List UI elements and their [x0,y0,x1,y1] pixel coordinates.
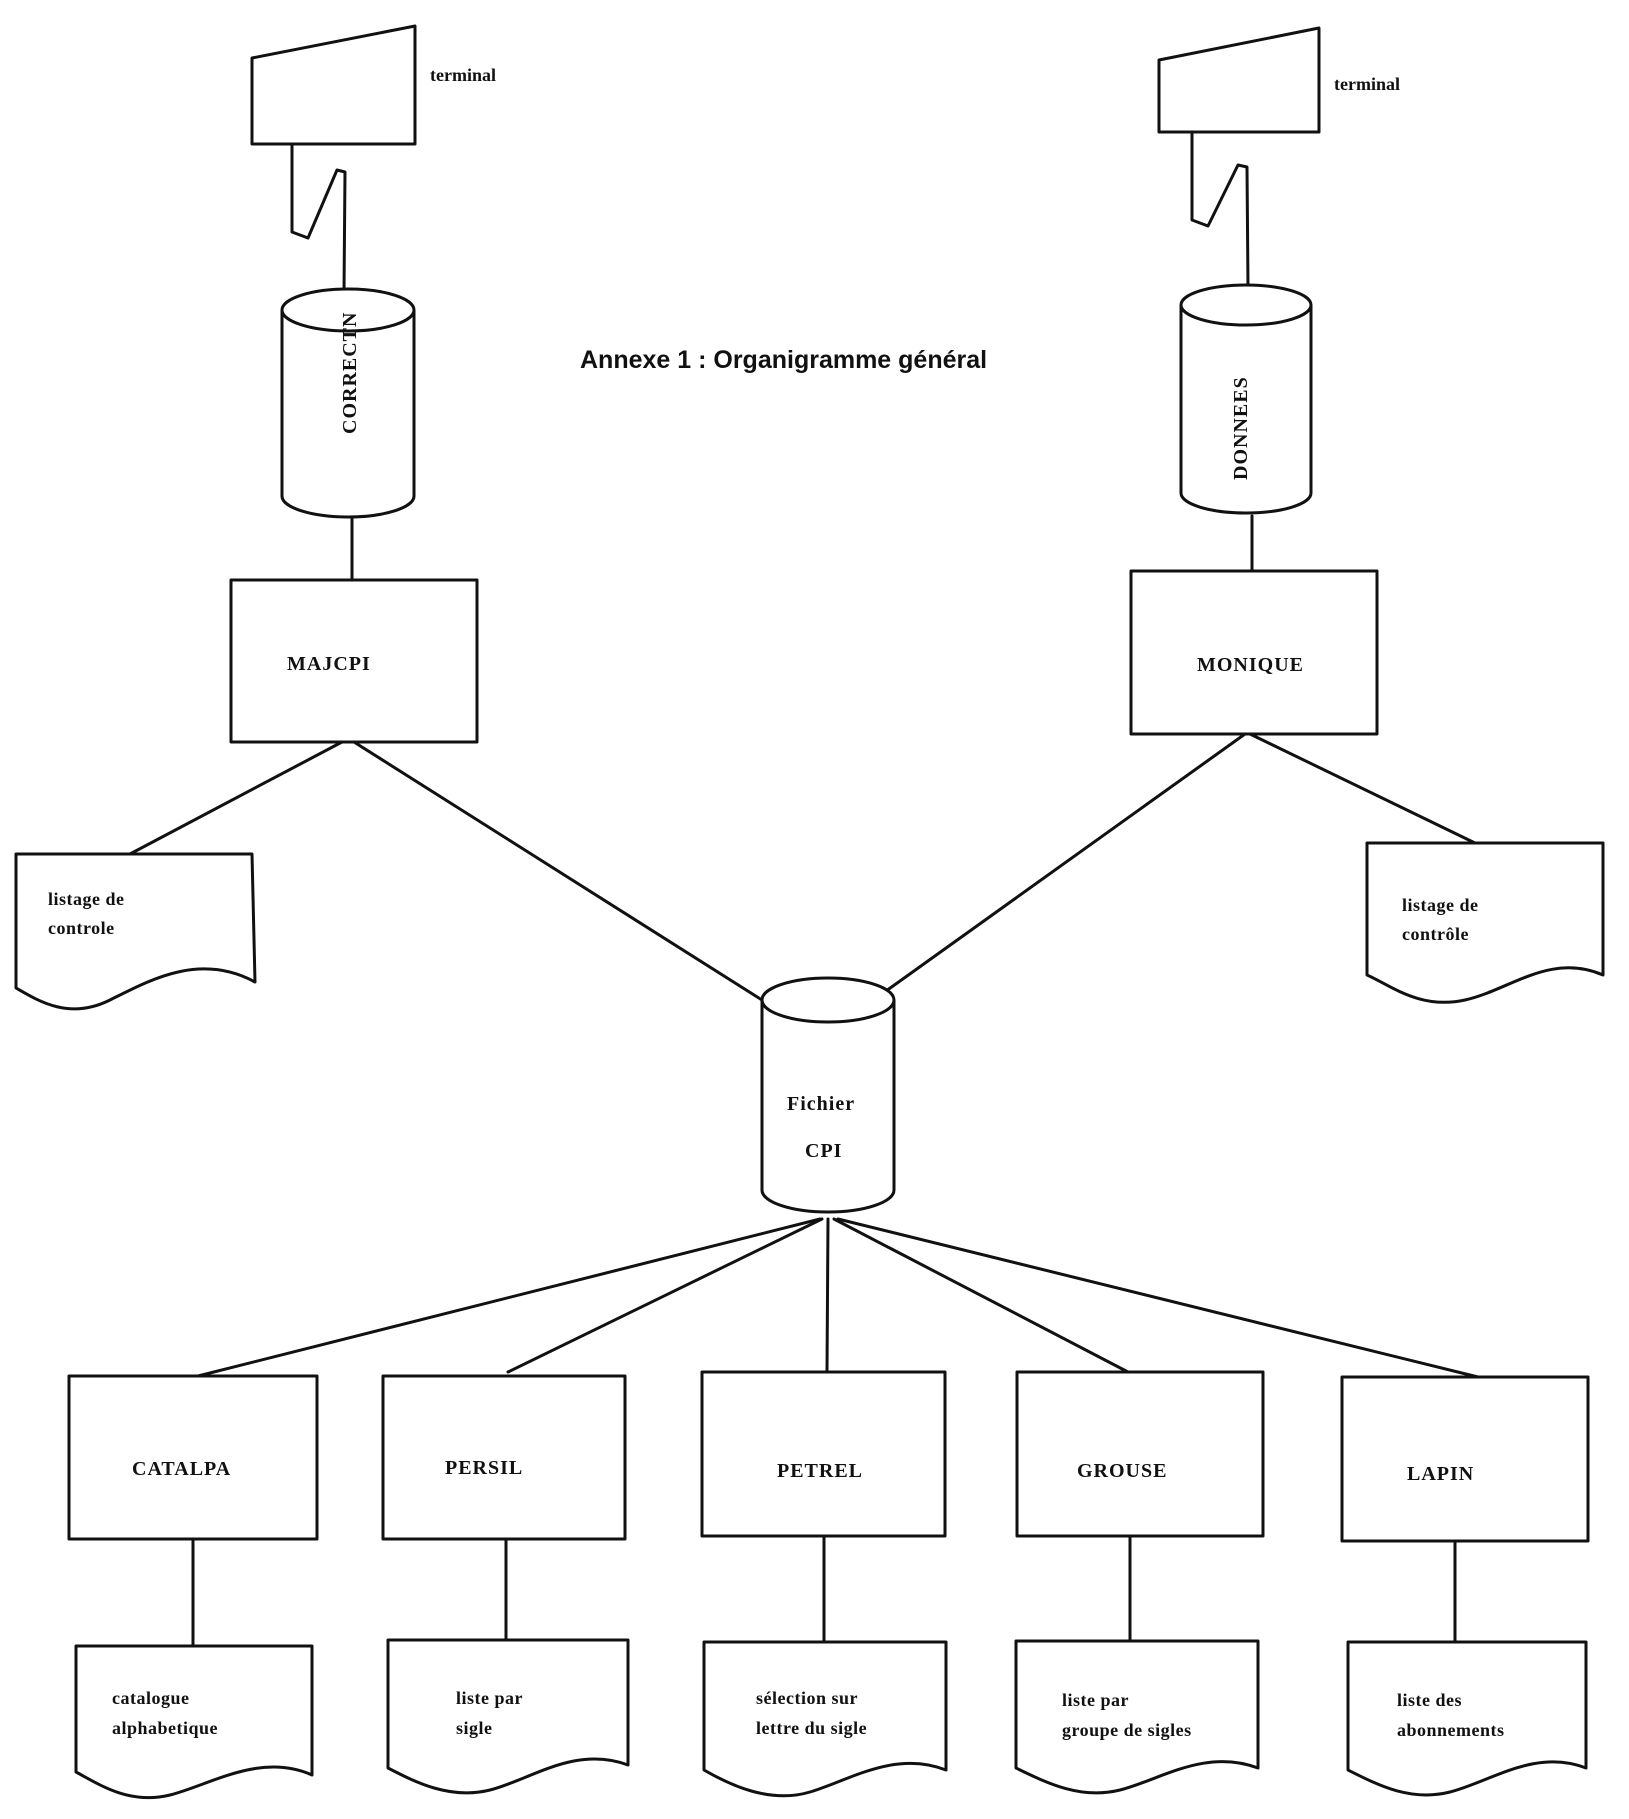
persil-output-line2: sigle [456,1718,493,1738]
petrel-program: PETREL [700,1370,947,1538]
connector-fichier-lapin [836,1217,1480,1379]
persil-output-line1: liste par [456,1688,523,1708]
catalpa-label: CATALPA [132,1458,231,1480]
grouse-label: GROUSE [1077,1460,1167,1482]
donnees-label: DONNEES [1230,376,1252,480]
monique-label: MONIQUE [1197,654,1304,676]
lapin-output-document: liste des abonnements [1346,1640,1588,1797]
lapin-label: LAPIN [1407,1463,1474,1485]
terminal-left-screen [250,24,417,146]
connector-fichier-persil [506,1217,824,1374]
grouse-output-line2: groupe de sigles [1062,1720,1192,1740]
control-listing-right-line2: contrôle [1402,924,1469,944]
fichier-cpi-file: Fichier CPI [760,976,896,1214]
majcpi-label: MAJCPI [287,653,371,675]
monique-program: MONIQUE [1129,569,1379,736]
connector-majcpi-control [128,740,344,856]
connector-fichier-grouse [832,1217,1130,1374]
grouse-program: GROUSE [1015,1370,1265,1538]
terminal-right-screen [1157,26,1321,134]
control-listing-left: listage de controle [14,852,257,1011]
control-listing-right-line1: listage de [1402,895,1479,915]
petrel-label: PETREL [777,1460,863,1482]
terminal-right: terminal [1157,26,1400,290]
petrel-output-line2: lettre du sigle [756,1718,867,1738]
control-listing-left-line1: listage de [48,889,125,909]
catalpa-output-line1: catalogue [112,1688,189,1708]
terminal-right-label: terminal [1334,74,1400,94]
diagram-title: Annexe 1 : Organigramme général [580,346,987,374]
donnees-file: DONNEES [1179,283,1313,515]
grouse-output-document: liste par groupe de sigles [1014,1639,1260,1795]
terminal-right-cable [1190,130,1250,290]
connector-fichier-catalpa [196,1217,822,1378]
catalpa-program: CATALPA [67,1374,319,1541]
terminal-left-label: terminal [430,65,496,85]
fichier-label-line1: Fichier [787,1093,855,1115]
terminal-left-cable [290,142,347,294]
connector-monique-fichier [884,732,1247,993]
grouse-output-line1: liste par [1062,1690,1129,1710]
control-listing-left-line2: controle [48,918,115,938]
catalpa-output-line2: alphabetique [112,1718,218,1738]
lapin-output-line1: liste des [1397,1690,1462,1710]
persil-program: PERSIL [381,1374,627,1541]
petrel-output-document: sélection sur lettre du sigle [702,1640,948,1798]
catalpa-output-document: catalogue alphabetique [74,1644,314,1800]
persil-label: PERSIL [445,1457,523,1479]
lapin-program: LAPIN [1340,1375,1590,1543]
majcpi-program: MAJCPI [229,578,479,744]
lapin-output-line2: abonnements [1397,1720,1505,1740]
connector-majcpi-fichier [352,740,764,1002]
persil-output-document: liste par sigle [386,1638,630,1795]
correctn-label: CORRECTN [339,312,361,434]
connector-fichier-petrel [825,1217,830,1374]
fichier-label-line2: CPI [805,1140,842,1162]
control-listing-right: listage de contrôle [1365,841,1605,1004]
petrel-output-line1: sélection sur [756,1688,858,1708]
terminal-left: terminal [250,24,496,294]
correctn-file: CORRECTN [280,287,416,519]
connector-monique-control [1248,732,1477,845]
